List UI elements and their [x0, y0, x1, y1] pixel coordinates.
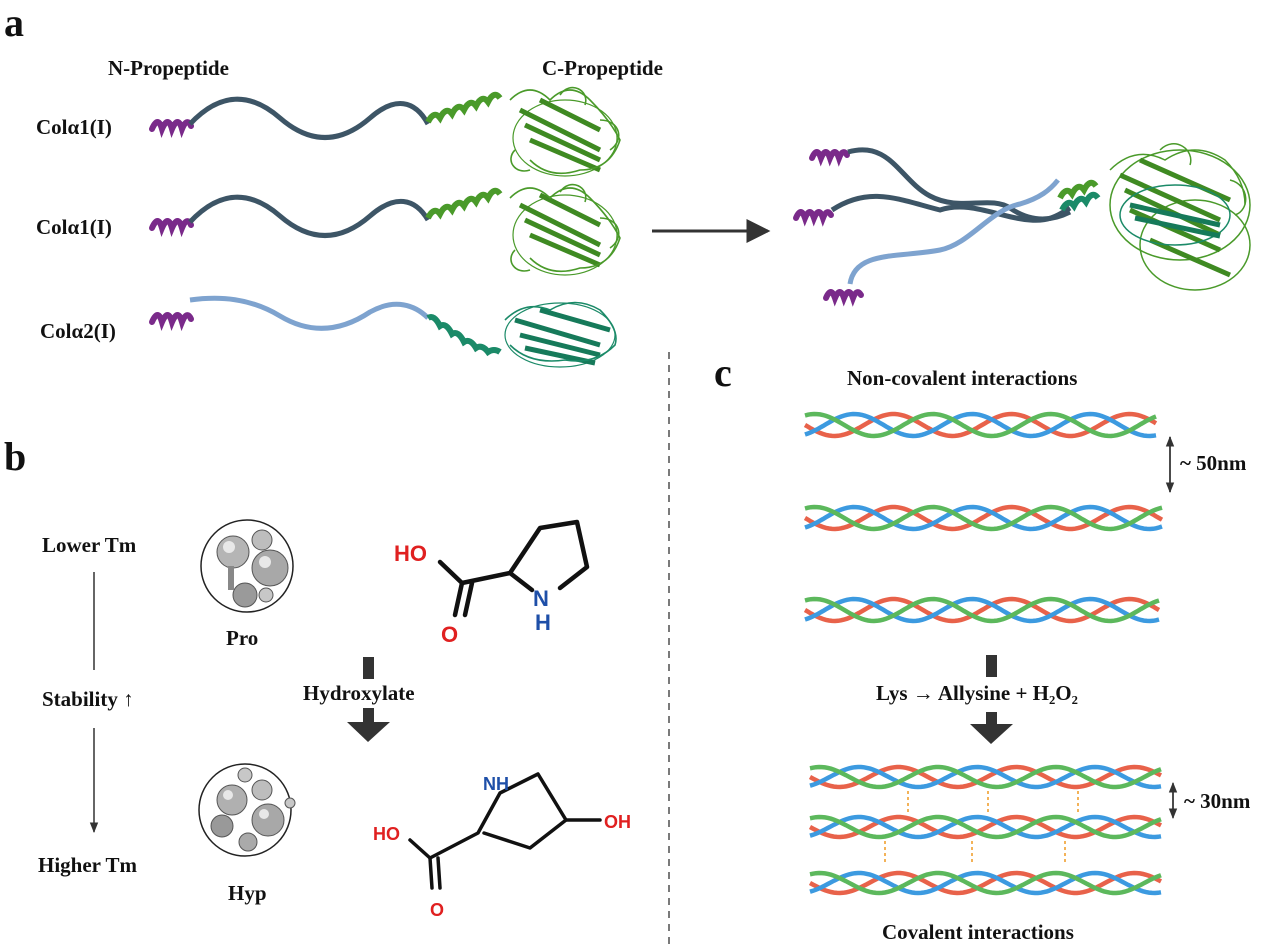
n-helix-1 — [149, 119, 194, 139]
triple-helix-2 — [803, 504, 1164, 532]
red-strand — [803, 504, 1164, 532]
hydroxylate-arrow-head — [347, 708, 390, 742]
n-helix-3 — [149, 312, 194, 332]
hyp-spacefill-icon — [198, 763, 296, 857]
covalent-title: Covalent interactions — [882, 920, 1074, 944]
green-strand — [809, 870, 1162, 896]
reaction-arrow-stem — [986, 655, 997, 677]
blue-strand — [809, 870, 1162, 896]
c-propeptide-domain-3 — [504, 301, 617, 368]
blue-strand — [809, 764, 1162, 790]
green-strand — [809, 764, 1162, 790]
hyp-oh-atom: OH — [604, 812, 631, 832]
n-helix-2 — [149, 218, 194, 238]
reaction-label: Lys → Allysine + H₂O₂ — [876, 681, 1078, 705]
spacing-30nm-label: ~ 30nm — [1184, 789, 1251, 813]
panel-a-letter: a — [4, 0, 24, 45]
reaction-arrow-head — [970, 712, 1013, 744]
c-propeptide-domain-2 — [509, 183, 621, 276]
triple-helix-3 — [803, 596, 1161, 624]
pro-h-atom: H — [535, 610, 551, 635]
hyp-o-atom: O — [430, 900, 444, 920]
hyp-nh-atom: NH — [483, 774, 509, 794]
pro-label: Pro — [226, 626, 258, 650]
hyp-label: Hyp — [228, 881, 267, 905]
triple-helix-5 — [808, 814, 1163, 840]
c-linker-helix-2 — [425, 187, 503, 220]
red-strand — [808, 814, 1163, 840]
n-propeptide-label: N-Propeptide — [108, 56, 229, 80]
c-propeptide-domain-1 — [509, 86, 621, 177]
proline-structure — [437, 519, 590, 618]
blue-strand — [804, 596, 1160, 624]
hyp-ho-atom: HO — [373, 824, 400, 844]
hydroxylate-arrow-stem — [363, 657, 374, 679]
green-strand — [804, 596, 1160, 624]
chain-label-2: Colα1(I) — [36, 215, 112, 239]
noncovalent-title: Non-covalent interactions — [847, 366, 1077, 390]
red-strand — [803, 411, 1158, 439]
triple-helix-4 — [808, 764, 1163, 790]
red-strand — [803, 596, 1161, 624]
lower-tm-label: Lower Tm — [42, 533, 137, 557]
pro-spacefill-icon — [200, 519, 294, 613]
green-strand — [809, 814, 1162, 840]
triple-helix-group — [803, 411, 1164, 896]
pro-n-atom: N — [533, 586, 549, 611]
assembled-trimer — [793, 143, 1251, 307]
c-linker-helix-1 — [425, 91, 503, 124]
c-propeptide-label: C-Propeptide — [542, 56, 663, 80]
collagen-chain-2 — [188, 194, 431, 238]
c-linker-helix-3 — [426, 314, 502, 357]
panel-c-letter: c — [714, 350, 732, 395]
collagen-chain-3 — [189, 295, 430, 331]
pro-o-atom: O — [441, 622, 458, 647]
hydroxyproline-structure — [408, 772, 602, 890]
chain-label-1: Colα1(I) — [36, 115, 112, 139]
spacing-50nm-label: ~ 50nm — [1180, 451, 1247, 475]
panel-b-letter: b — [4, 434, 26, 479]
green-strand — [804, 504, 1163, 532]
pro-ho-atom: HO — [394, 541, 427, 566]
triple-helix-1 — [803, 411, 1158, 439]
green-strand — [804, 411, 1157, 439]
higher-tm-label: Higher Tm — [38, 853, 137, 877]
hydroxylate-label: Hydroxylate — [303, 681, 415, 705]
stability-label: Stability ↑ — [42, 687, 134, 711]
blue-strand — [809, 814, 1162, 840]
blue-strand — [804, 504, 1163, 532]
red-strand — [808, 764, 1163, 790]
triple-helix-6 — [808, 870, 1163, 896]
blue-strand — [804, 411, 1157, 439]
collagen-chain-1 — [188, 96, 431, 140]
red-strand — [808, 870, 1163, 896]
chain-label-3: Colα2(I) — [40, 319, 116, 343]
